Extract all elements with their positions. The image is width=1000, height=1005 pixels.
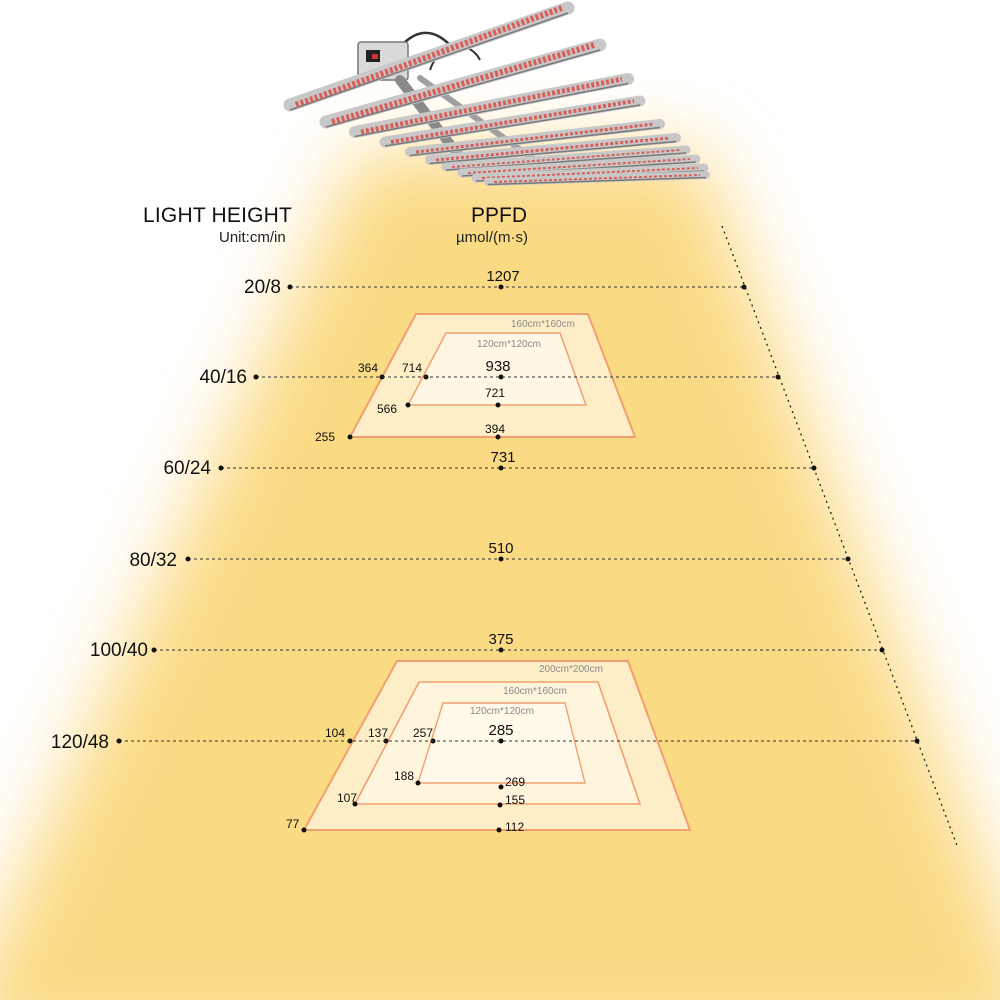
led-strip xyxy=(493,174,701,183)
dot-120-inner-front xyxy=(498,784,504,790)
ppfd-120-inner-front: 269 xyxy=(505,775,525,789)
level-40: 40/16 938 xyxy=(199,358,781,388)
height-label-80: 80/32 xyxy=(129,550,177,571)
dot-120-middle-front xyxy=(497,802,503,808)
ppfd-center-100: 375 xyxy=(488,631,513,648)
ppfd-40-outer-edge-mid: 364 xyxy=(358,361,378,375)
ppfd-120-middle-edge-mid: 137 xyxy=(368,726,388,740)
ppfd-center-120: 285 xyxy=(488,722,513,739)
light-height-unit: Unit:cm/in xyxy=(219,229,286,246)
level-20: 20/8 1207 xyxy=(244,268,747,298)
level-100: 100/40 375 xyxy=(90,631,885,661)
dot-40-inner-front xyxy=(495,402,501,408)
grid-40-inner-frame xyxy=(406,332,588,406)
dot-120-inner-corner xyxy=(415,780,421,786)
dot-120-middle-corner xyxy=(352,801,358,807)
dot-40-inner-corner xyxy=(405,402,411,408)
led-strip xyxy=(331,42,595,125)
height-label-60: 60/24 xyxy=(163,458,211,479)
level-80: 80/32 510 xyxy=(129,540,851,571)
level-120: 120/48 285 xyxy=(51,722,920,753)
ppfd-center-20: 1207 xyxy=(486,268,519,285)
led-strip xyxy=(390,99,635,144)
ppfd-center-40: 938 xyxy=(485,358,510,375)
ppfd-grid-120: 200cm*200cm 160cm*160cm 120cm*120cm 104 … xyxy=(286,660,692,834)
grid-120-middle-size-label: 160cm*160cm xyxy=(503,686,567,697)
grid-120-outer-size-label: 200cm*200cm xyxy=(539,664,603,675)
ppfd-40-inner-front: 721 xyxy=(485,386,505,400)
led-strip xyxy=(294,5,564,108)
ppfd-center-60: 731 xyxy=(490,449,515,466)
light-height-title: LIGHT HEIGHT xyxy=(143,204,293,227)
led-bar xyxy=(441,145,691,172)
ppfd-120-middle-front: 155 xyxy=(505,793,525,807)
dot-120-center xyxy=(498,738,504,744)
height-label-40: 40/16 xyxy=(199,367,247,388)
ppfd-120-outer-front: 112 xyxy=(505,820,524,834)
ppfd-120-inner-corner: 188 xyxy=(394,769,414,783)
led-strip xyxy=(467,158,691,174)
ppfd-unit: µmol/(m·s) xyxy=(456,229,528,246)
dot-120-outer-corner xyxy=(301,827,307,833)
ppfd-center-80: 510 xyxy=(488,540,513,557)
led-strip xyxy=(435,136,671,162)
height-label-100: 100/40 xyxy=(90,640,148,661)
led-strip xyxy=(451,149,681,168)
dot-40-center xyxy=(498,374,504,380)
ppfd-40-outer-front: 394 xyxy=(485,422,505,436)
dot-40-outer-corner xyxy=(347,434,353,440)
ppfd-120-outer-edge-mid: 104 xyxy=(325,726,345,740)
ppfd-title: PPFD xyxy=(471,204,528,227)
ppfd-120-middle-corner: 107 xyxy=(337,791,357,805)
grid-40-outer-size-label: 160cm*160cm xyxy=(511,319,575,330)
ppfd-grid-40: 160cm*160cm 120cm*120cm 364 714 566 721 … xyxy=(315,313,637,444)
dot-120-outer-front xyxy=(496,827,502,833)
ppfd-40-inner-edge-mid: 714 xyxy=(402,361,422,375)
led-strip xyxy=(360,76,623,135)
grid-120-inner-size-label: 120cm*120cm xyxy=(470,706,534,717)
ppfd-120-inner-edge-mid: 257 xyxy=(413,726,433,740)
height-label-120: 120/48 xyxy=(51,732,109,753)
level-60: 60/24 731 xyxy=(163,449,817,479)
ppfd-120-outer-corner: 77 xyxy=(286,817,300,831)
height-label-20: 20/8 xyxy=(244,277,281,298)
ppfd-40-inner-corner: 566 xyxy=(377,402,397,416)
grid-40-inner-size-label: 120cm*120cm xyxy=(477,339,541,350)
grow-light-fixture xyxy=(283,1,710,186)
led-strip xyxy=(481,167,699,179)
dot-40-outer-front xyxy=(495,434,501,440)
light-cone-glow xyxy=(0,150,1000,1005)
ppfd-40-outer-corner: 255 xyxy=(315,430,335,444)
